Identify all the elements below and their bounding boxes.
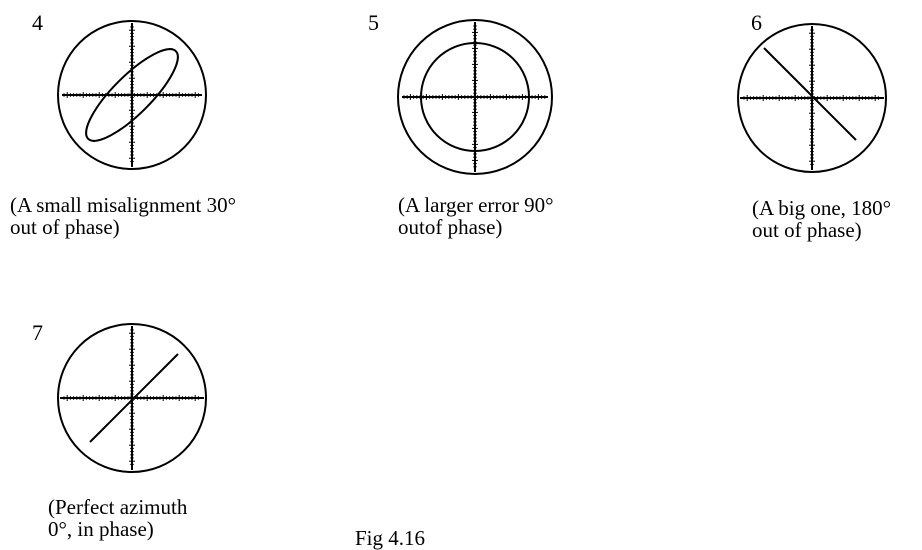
caption-line-2: out of phase) <box>752 218 862 242</box>
panel-number: 7 <box>32 320 43 345</box>
lissajous-circle-trace <box>421 43 529 151</box>
panel-number: 5 <box>368 10 379 35</box>
oscilloscope-display <box>56 322 208 474</box>
scope-bezel <box>58 324 206 472</box>
caption-line-1: (A larger error 90° <box>398 193 554 217</box>
oscilloscope-display <box>56 19 208 171</box>
lissajous-ellipse-trace <box>75 38 190 153</box>
caption-line-2: outof phase) <box>398 215 503 239</box>
panel-caption: (A small misalignment 30° out of phase) <box>10 194 236 238</box>
scope-bezel <box>738 24 886 172</box>
scope-crosshair <box>60 326 204 470</box>
caption-line-1: (Perfect azimuth <box>48 495 188 519</box>
caption-line-2: out of phase) <box>10 215 120 239</box>
caption-line-1: (A small misalignment 30° <box>10 193 236 217</box>
scope-bezel <box>58 21 206 169</box>
panel-caption: (A big one, 180° out of phase) <box>752 197 891 241</box>
scope-crosshair <box>740 26 884 170</box>
scope-crosshair <box>402 22 548 172</box>
lissajous-line-trace <box>764 48 856 140</box>
panel-number: 6 <box>751 10 762 35</box>
figure-label: Fig 4.16 <box>355 526 426 550</box>
scope-bezel <box>398 20 552 174</box>
panel-number: 4 <box>32 10 43 35</box>
scope-crosshair <box>62 23 202 167</box>
oscilloscope-display <box>736 22 888 174</box>
lissajous-line-trace <box>90 354 178 442</box>
panel-caption: (Perfect azimuth 0°, in phase) <box>48 496 187 540</box>
panel-caption: (A larger error 90° outof phase) <box>398 194 554 238</box>
oscilloscope-display <box>396 18 554 176</box>
caption-line-1: (A big one, 180° <box>752 196 892 220</box>
caption-line-2: 0°, in phase) <box>48 517 154 541</box>
